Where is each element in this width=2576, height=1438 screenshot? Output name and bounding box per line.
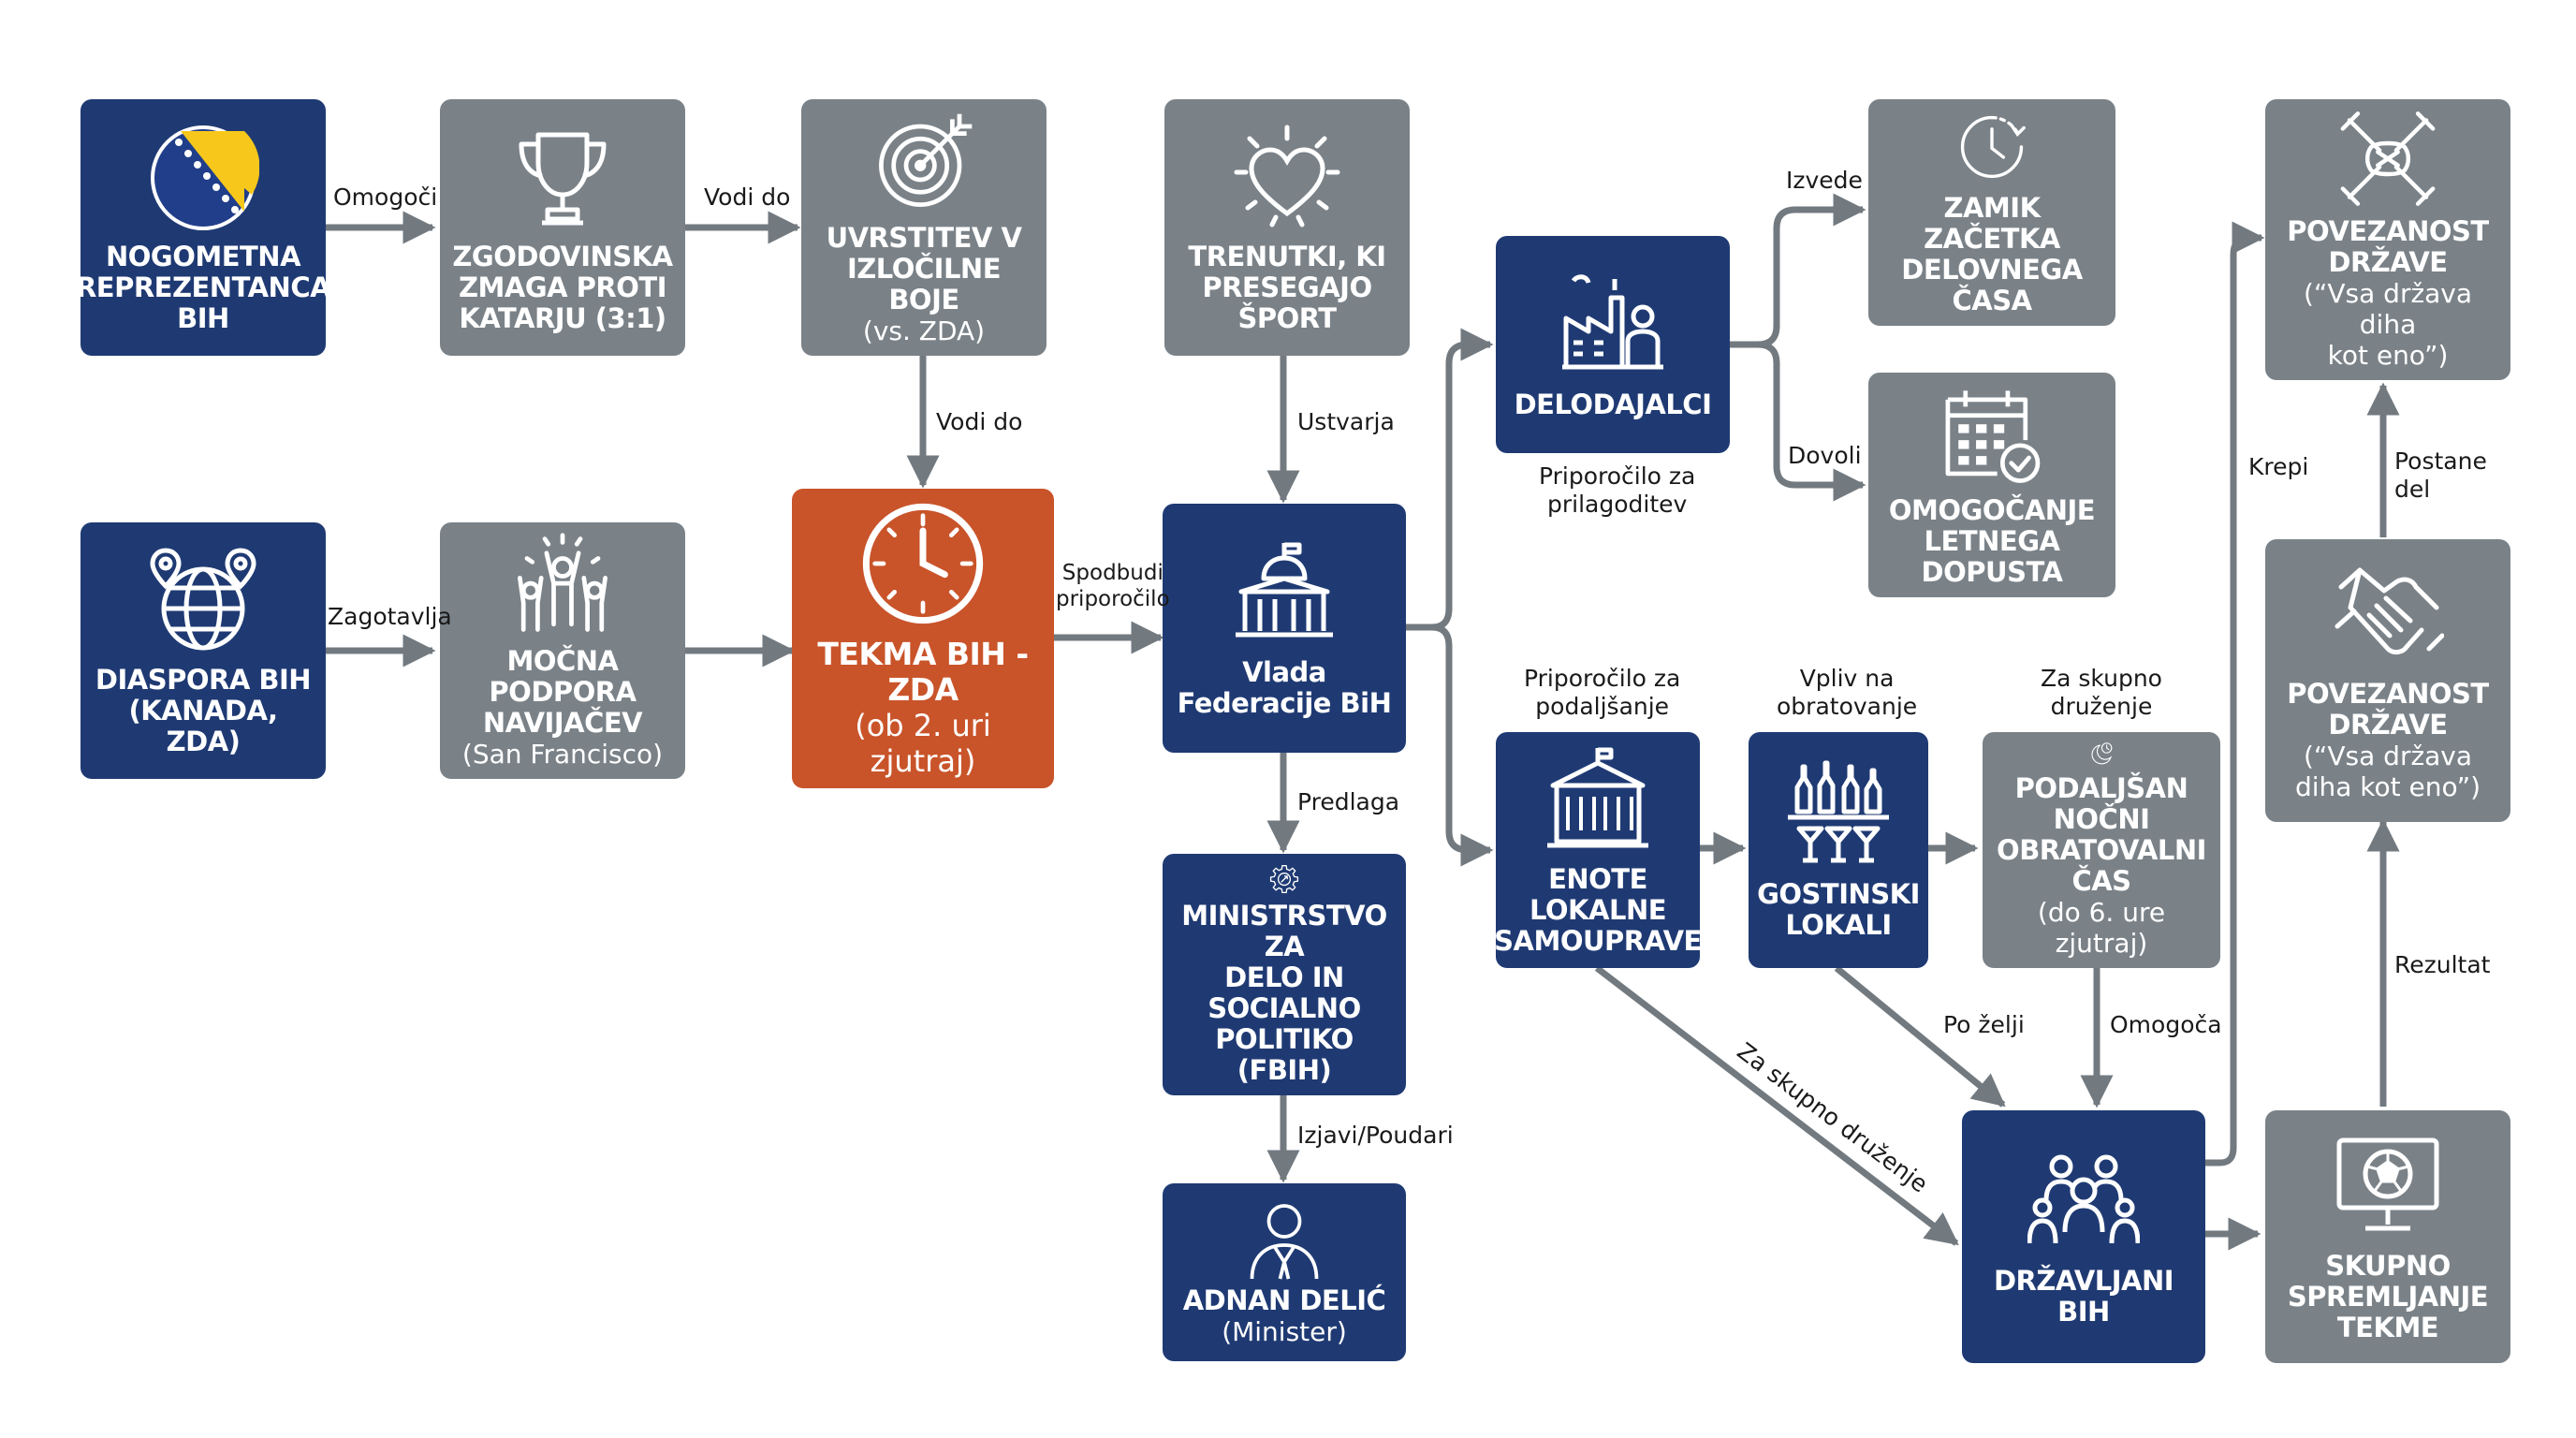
- calendar-check-icon: [1945, 390, 2041, 483]
- edge-dovoli: [1730, 341, 1866, 502]
- government-building-icon: [1236, 542, 1333, 638]
- node-trenutki[interactable]: TRENUTKI, KI PRESEGAJO ŠPORT: [1164, 99, 1410, 356]
- node-omogocanje-dopusta[interactable]: OMOGOČANJE LETNEGA DOPUSTA: [1868, 373, 2115, 597]
- node-povezanost-drzave-top[interactable]: POVEZANOST DRŽAVE (“Vsa država diha kot …: [2265, 99, 2510, 380]
- globe-pin-icon: [150, 547, 256, 650]
- edge-vlada-delodajalci: [1406, 328, 1494, 631]
- bar-icon: [1788, 760, 1889, 863]
- node-subtitle: (ob 2. uri zjutraj): [855, 708, 991, 779]
- node-title: Vlada Federacije BiH: [1177, 656, 1392, 719]
- edge-izvede: [1730, 193, 1866, 348]
- edge-label-priporocilo-podaljsanje: Priporočilo za podaljšanje: [1524, 665, 1681, 720]
- node-title: PODALJŠAN NOČNI OBRATOVALNI ČAS: [1997, 772, 2206, 897]
- edge-label-izvede: Izvede: [1786, 167, 1863, 194]
- heart-icon: [1234, 125, 1340, 227]
- node-title: POVEZANOST DRŽAVE: [2287, 678, 2489, 741]
- edge-label-za-skupno-druzenje-top: Za skupno druženje: [2041, 665, 2162, 720]
- edge-label-krepi: Krepi: [2248, 453, 2309, 480]
- node-title: ZAMIK ZAČETKA DELOVNEGA ČASA: [1901, 192, 2083, 316]
- node-title: TEKMA BIH - ZDA: [817, 636, 1029, 708]
- node-ministrstvo[interactable]: MINISTRSTVO ZA DELO IN SOCIALNO POLITIKO…: [1163, 854, 1406, 1095]
- node-subtitle: (vs. ZDA): [862, 315, 986, 346]
- node-title: MINISTRSTVO ZA DELO IN SOCIALNO POLITIKO…: [1181, 900, 1387, 1086]
- node-title: POVEZANOST DRŽAVE: [2287, 215, 2489, 278]
- node-title: SKUPNO SPREMLJANJE TEKME: [2287, 1249, 2489, 1343]
- minister-icon: [1250, 1204, 1319, 1280]
- node-title: MOČNA PODPORA NAVIJAČEV: [482, 645, 643, 739]
- trophy-icon: [519, 132, 607, 225]
- node-zamik-zacetka[interactable]: ZAMIK ZAČETKA DELOVNEGA ČASA: [1868, 99, 2115, 326]
- node-title: NOGOMETNA REPREZENTANCA BIH: [75, 240, 331, 334]
- node-skupno-spremljanje[interactable]: SKUPNO SPREMLJANJE TEKME: [2265, 1110, 2510, 1363]
- node-subtitle: (“Vsa država diha kot eno”): [2303, 278, 2473, 371]
- edge-label-vodi-do-1: Vodi do: [704, 183, 791, 211]
- target-icon: [879, 113, 973, 207]
- clock-icon: [862, 503, 984, 624]
- edge-label-omogoci: Omogoči: [333, 183, 438, 211]
- factory-icon: [1562, 273, 1663, 369]
- node-enote-lokalne-samouprave[interactable]: ENOTE LOKALNE SAMOUPRAVE: [1494, 732, 1702, 968]
- edge-label-spodbudi: Spodbudi priporočilo: [1056, 561, 1170, 611]
- cheering-fans-icon: [518, 533, 607, 632]
- edge-label-izjavi: Izjavi/Poudari: [1297, 1122, 1454, 1149]
- moon-clock-icon: [2091, 742, 2113, 765]
- municipal-building-icon: [1547, 747, 1648, 847]
- edge-label-vpliv: Vpliv na obratovanje: [1777, 665, 1918, 720]
- node-gostinski-lokali[interactable]: GOSTINSKI LOKALI: [1749, 732, 1928, 968]
- node-title: UVRSTITEV V IZLOČILNE BOJE: [826, 222, 1022, 315]
- edge-label-priporocilo-prilagoditev: Priporočilo za prilagoditev: [1539, 462, 1696, 518]
- handshake-icon: [2334, 567, 2444, 655]
- node-title: DRŽAVLJANI BIH: [1993, 1265, 2174, 1328]
- node-mocna-podpora[interactable]: MOČNA PODPORA NAVIJAČEV (San Francisco): [440, 522, 685, 779]
- node-subtitle: (Minister): [1222, 1316, 1347, 1347]
- edge-label-vodi-do-2: Vodi do: [936, 408, 1023, 435]
- node-subtitle: (“Vsa država diha kot eno”): [2294, 741, 2481, 802]
- node-zgodovinska-zmaga[interactable]: ZGODOVINSKA ZMAGA PROTI KATARJU (3:1): [440, 99, 685, 356]
- edge-label-ustvarja: Ustvarja: [1297, 408, 1395, 435]
- edge-label-rezultat: Rezultat: [2394, 951, 2491, 978]
- node-drzavljani-bih[interactable]: DRŽAVLJANI BIH: [1962, 1110, 2205, 1363]
- node-podaljsan-cas[interactable]: PODALJŠAN NOČNI OBRATOVALNI ČAS (do 6. u…: [1983, 732, 2220, 968]
- edge-label-postane-del: Postane del: [2394, 448, 2487, 503]
- node-vlada[interactable]: Vlada Federacije BiH: [1163, 504, 1406, 753]
- node-subtitle: (do 6. ure zjutraj): [2037, 897, 2166, 959]
- node-tekma[interactable]: TEKMA BIH - ZDA (ob 2. uri zjutraj): [792, 489, 1054, 788]
- node-title: ENOTE LOKALNE SAMOUPRAVE: [1494, 862, 1702, 957]
- bih-flag-icon: [151, 125, 259, 230]
- edge-label-dovoli: Dovoli: [1788, 442, 1862, 469]
- node-title: ZGODOVINSKA ZMAGA PROTI KATARJU (3:1): [452, 240, 673, 334]
- gear-icon: [1269, 865, 1299, 893]
- node-diaspora[interactable]: DIASPORA BIH (KANADA, ZDA): [80, 522, 326, 779]
- united-hands-icon: [2340, 111, 2436, 206]
- node-title: GOSTINSKI LOKALI: [1757, 878, 1920, 941]
- edge-label-omogoca: Omogoča: [2110, 1011, 2222, 1038]
- node-title: OMOGOČANJE LETNEGA DOPUSTA: [1888, 494, 2096, 588]
- edge-label-po-zelji: Po želji: [1943, 1011, 2025, 1038]
- edge-label-zagotavlja: Zagotavlja: [328, 603, 452, 630]
- citizens-icon: [2027, 1154, 2140, 1244]
- node-povezanost-drzave-mid[interactable]: POVEZANOST DRŽAVE (“Vsa država diha kot …: [2265, 539, 2510, 822]
- node-title: TRENUTKI, KI PRESEGAJO ŠPORT: [1188, 240, 1386, 334]
- edge-krepi: [2205, 221, 2265, 1167]
- node-title: DIASPORA BIH (KANADA, ZDA): [95, 663, 312, 757]
- node-uvrstitev[interactable]: UVRSTITEV V IZLOČILNE BOJE (vs. ZDA): [801, 99, 1046, 356]
- edge-label-predlaga: Predlaga: [1297, 788, 1400, 815]
- edge-za-skupno-druzenje: [1594, 965, 1959, 1246]
- node-subtitle: (San Francisco): [461, 739, 664, 770]
- edge-vlada-enote: [1406, 624, 1494, 867]
- node-adnan-delic[interactable]: ADNAN DELIĆ (Minister): [1163, 1183, 1406, 1361]
- edge-po-zelji: [1834, 965, 2006, 1108]
- clock-arrow-icon: [1960, 115, 2026, 179]
- tv-football-icon: [2336, 1137, 2439, 1230]
- node-nogometna-reprezentanca[interactable]: NOGOMETNA REPREZENTANCA BIH: [76, 99, 331, 356]
- node-delodajalci[interactable]: DELODAJALCI: [1496, 236, 1730, 453]
- node-title: ADNAN DELIĆ: [1182, 1284, 1386, 1316]
- node-title: DELODAJALCI: [1514, 388, 1712, 420]
